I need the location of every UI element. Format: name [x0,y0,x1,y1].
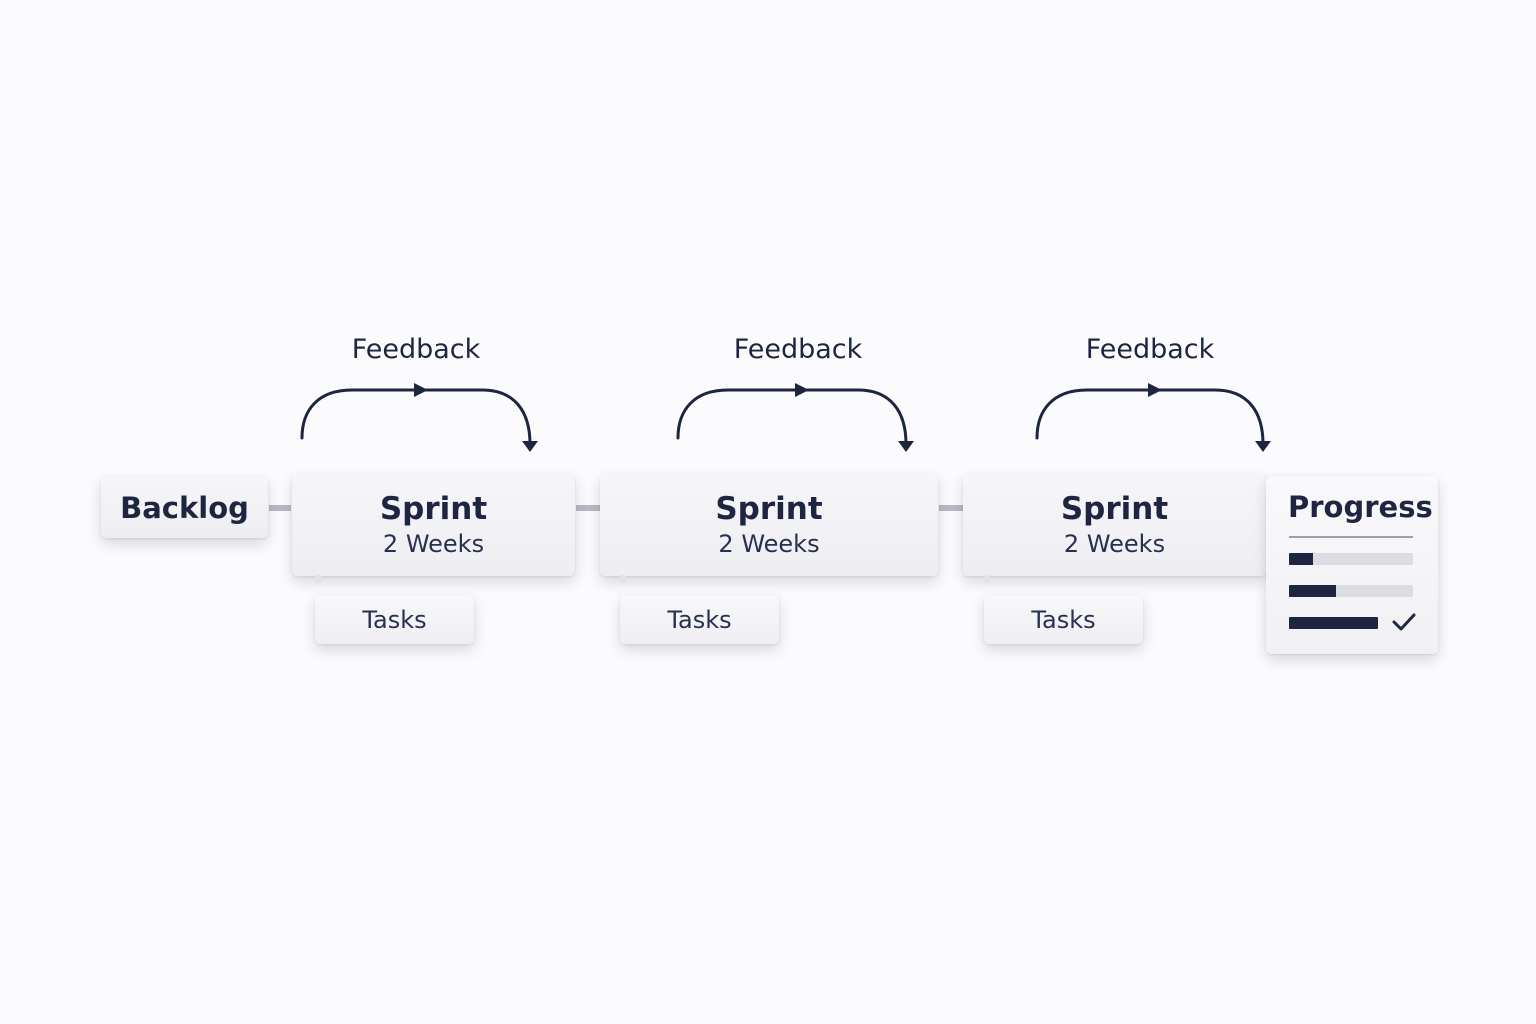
arrow-right-icon [795,383,809,397]
feedback-loop-arrow-icon [676,388,908,446]
tasks-label: Tasks [667,605,732,634]
sprint-title: Sprint [379,491,488,527]
progress-bar-fill [1289,585,1337,597]
check-icon [1392,613,1416,631]
arrow-down-icon [1255,441,1271,452]
arrow-right-icon [414,383,428,397]
progress-card: Progress [1266,476,1438,654]
sprint-duration: 2 Weeks [382,530,485,558]
connector-line [269,505,291,511]
connector-line [939,505,963,511]
progress-bar-fill [1289,617,1378,629]
sprint-card: Sprint 2 Weeks [292,474,575,576]
feedback-label: Feedback [733,334,863,365]
feedback-loop-arrow-icon [1035,388,1265,446]
tasks-connector [620,575,626,583]
backlog-card: Backlog [101,477,268,538]
backlog-label: Backlog [120,490,249,525]
sprint-title: Sprint [1060,491,1169,527]
connector-line [576,505,600,511]
tasks-card: Tasks [315,595,474,644]
sprint-duration: 2 Weeks [718,530,820,558]
progress-bar [1289,585,1413,597]
divider [1289,536,1413,538]
sprint-duration: 2 Weeks [1063,530,1166,558]
sprint-card: Sprint 2 Weeks [963,474,1266,576]
sprint-title: Sprint [715,491,823,527]
tasks-card: Tasks [620,595,779,644]
progress-bar [1289,617,1378,629]
feedback-label: Feedback [1085,334,1215,365]
progress-bar-fill [1289,553,1313,565]
feedback-loop-arrow-icon [300,388,532,446]
arrow-down-icon [898,441,914,452]
tasks-label: Tasks [362,605,427,634]
progress-title: Progress [1288,490,1433,524]
tasks-label: Tasks [1031,605,1096,634]
arrow-down-icon [522,441,538,452]
tasks-connector [315,575,321,583]
tasks-card: Tasks [984,595,1143,644]
arrow-right-icon [1148,383,1162,397]
sprint-card: Sprint 2 Weeks [600,474,938,576]
feedback-label: Feedback [351,334,481,365]
progress-bar [1289,553,1413,565]
tasks-connector [984,575,990,583]
